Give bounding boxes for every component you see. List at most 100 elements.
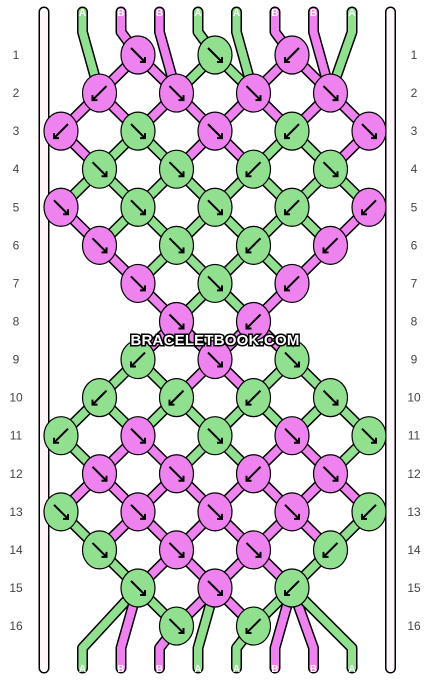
knot-arrow-se <box>168 85 185 101</box>
strand-letter: C <box>387 8 394 19</box>
knot-arrow-sw <box>53 123 69 139</box>
knot-arrow-se <box>130 123 146 139</box>
knot-arrow-se <box>53 504 69 520</box>
strand-letter: A <box>233 8 240 19</box>
strand-letter: B <box>310 8 317 19</box>
knot <box>235 454 272 494</box>
strand-letter: A <box>348 664 355 675</box>
knot <box>312 225 349 265</box>
knot <box>274 35 310 75</box>
knot-arrow-se <box>322 389 339 406</box>
knot-arrow-se <box>130 275 146 292</box>
knot <box>235 73 272 113</box>
knot-arrow-se <box>245 542 262 558</box>
knot-arrow-se <box>207 275 223 292</box>
knot <box>120 568 156 608</box>
strand-letter: A <box>194 8 201 19</box>
knot <box>81 149 118 189</box>
row-number-label: 10 <box>407 391 421 405</box>
knot <box>120 492 156 532</box>
strand-letter: B <box>271 8 278 19</box>
knot <box>120 416 156 456</box>
strand-letter: C <box>40 664 47 675</box>
knot <box>312 73 349 113</box>
knot-arrow-sw <box>53 427 69 444</box>
strand-letter: A <box>79 664 86 675</box>
knot-arrow-se <box>168 313 185 330</box>
knot-arrow-se <box>207 504 223 520</box>
knot-arrow-sw <box>322 237 339 254</box>
knot <box>197 35 233 75</box>
knot <box>120 339 156 380</box>
row-number-label: 6 <box>411 238 418 252</box>
knot-arrow-se <box>207 47 223 63</box>
knot <box>235 225 272 265</box>
knot <box>81 378 118 418</box>
knot-arrow-se <box>284 427 300 444</box>
knot-arrow-sw <box>284 275 300 292</box>
knot <box>351 111 387 151</box>
knot-arrow-se <box>168 466 185 482</box>
knot-arrow-sw <box>245 313 262 330</box>
knot <box>120 263 156 304</box>
knot <box>43 187 79 227</box>
knot <box>158 530 195 570</box>
knot <box>235 378 272 418</box>
knot <box>235 149 272 189</box>
row-number-label: 5 <box>13 200 20 214</box>
knot-arrow-se <box>91 466 108 482</box>
knot-arrow-sw <box>361 199 377 215</box>
knot <box>312 454 349 494</box>
knot <box>351 492 387 532</box>
strand-letter: B <box>156 8 163 19</box>
knot <box>312 378 349 418</box>
knot <box>81 225 118 265</box>
bottom-strand-stub <box>271 583 296 672</box>
knot <box>235 606 272 646</box>
knot <box>120 111 156 151</box>
knot-arrow-se <box>207 199 223 215</box>
knot-arrow-se <box>361 123 377 139</box>
knot <box>43 416 79 456</box>
knot-arrow-sw <box>91 389 108 406</box>
knot-arrow-se <box>53 199 69 215</box>
bottom-strand-stub <box>78 583 142 672</box>
knot <box>274 339 310 380</box>
knot-arrow-sw <box>245 618 262 634</box>
strand-letter: C <box>387 664 394 675</box>
knot-arrow-sw <box>245 161 262 177</box>
knot-arrow-sw <box>284 199 300 215</box>
strand-letter: A <box>348 8 355 19</box>
knot-arrow-sw <box>245 237 262 254</box>
knot-arrow-se <box>91 161 108 177</box>
row-number-label: 13 <box>9 505 23 519</box>
knot-arrow-se <box>322 85 339 101</box>
knot <box>158 301 195 342</box>
row-number-label: 6 <box>13 238 20 252</box>
knot <box>197 339 233 380</box>
row-number-label: 14 <box>407 543 421 557</box>
row-number-label: 5 <box>411 200 418 214</box>
knot-arrow-sw <box>284 580 300 596</box>
knot-arrow-se <box>168 542 185 558</box>
row-number-label: 4 <box>411 162 418 176</box>
top-strand-stub <box>155 8 181 98</box>
knot-arrow-sw <box>361 504 377 520</box>
bottom-strand-stub <box>194 583 219 672</box>
row-number-label: 16 <box>407 619 421 633</box>
knot <box>197 111 233 151</box>
knot <box>158 378 195 418</box>
knot <box>81 530 118 570</box>
knot <box>197 187 233 227</box>
strand-letter: A <box>79 8 86 19</box>
knot <box>158 149 195 189</box>
top-strand-stub <box>309 8 335 98</box>
knot <box>351 187 387 227</box>
bottom-strand-stub <box>288 583 356 672</box>
knot <box>197 263 233 304</box>
row-number-label: 11 <box>10 429 23 443</box>
row-number-label: 14 <box>9 543 23 557</box>
knot-arrow-se <box>284 351 300 368</box>
knot <box>235 301 272 342</box>
row-number-label: 3 <box>13 124 20 138</box>
